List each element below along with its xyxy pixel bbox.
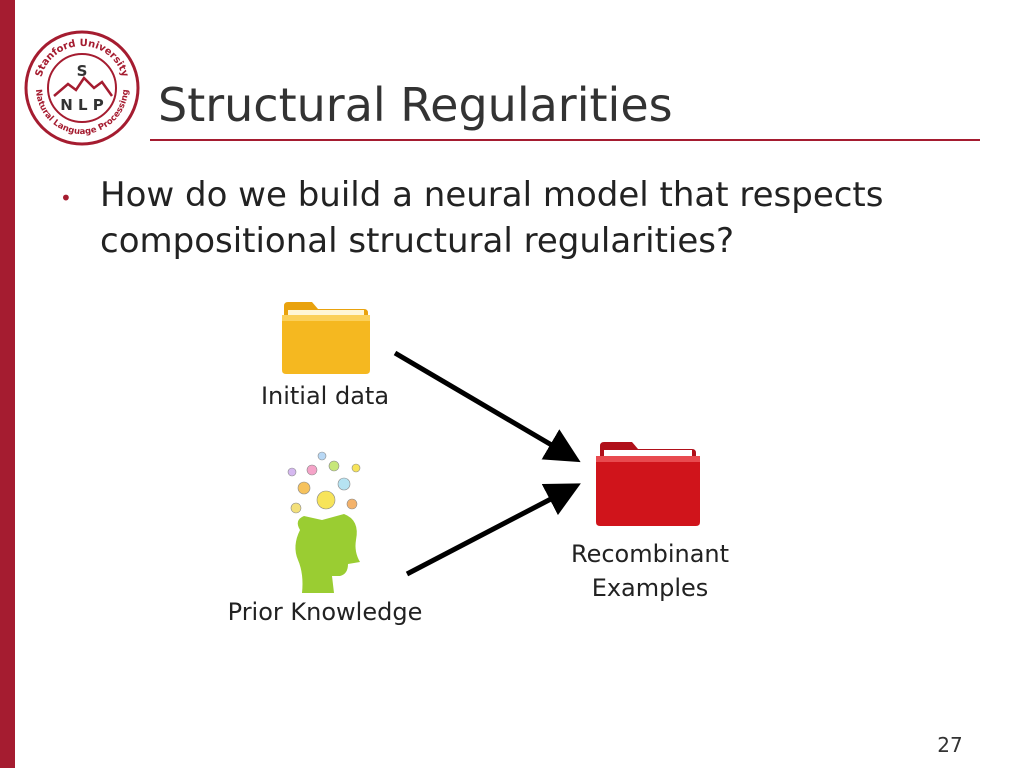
- page-number: 27: [937, 733, 963, 757]
- slide-title: Structural Regularities: [158, 78, 673, 132]
- prior-knowledge-label: Prior Knowledge: [227, 598, 423, 626]
- folder-icon: [596, 442, 700, 526]
- bullet-text: How do we build a neural model that resp…: [100, 175, 884, 261]
- svg-text:N L P: N L P: [60, 96, 104, 114]
- recombinant-line-1: Recombinant: [570, 540, 730, 568]
- head-lightbulbs-icon: [287, 451, 361, 593]
- bullet-marker: •: [60, 186, 72, 210]
- stanford-nlp-logo: Stanford University Natural Language Pro…: [24, 30, 140, 146]
- folder-icon: [282, 302, 370, 374]
- left-accent-bar: [0, 0, 15, 768]
- recombinant-line-2: Examples: [591, 574, 709, 602]
- recombinant-examples-label: Recombinant Examples: [540, 537, 760, 605]
- title-underline: [150, 139, 980, 141]
- svg-text:S: S: [77, 62, 88, 80]
- initial-data-label: Initial data: [260, 382, 390, 410]
- arrow-initial-to-recombinant: [393, 350, 581, 463]
